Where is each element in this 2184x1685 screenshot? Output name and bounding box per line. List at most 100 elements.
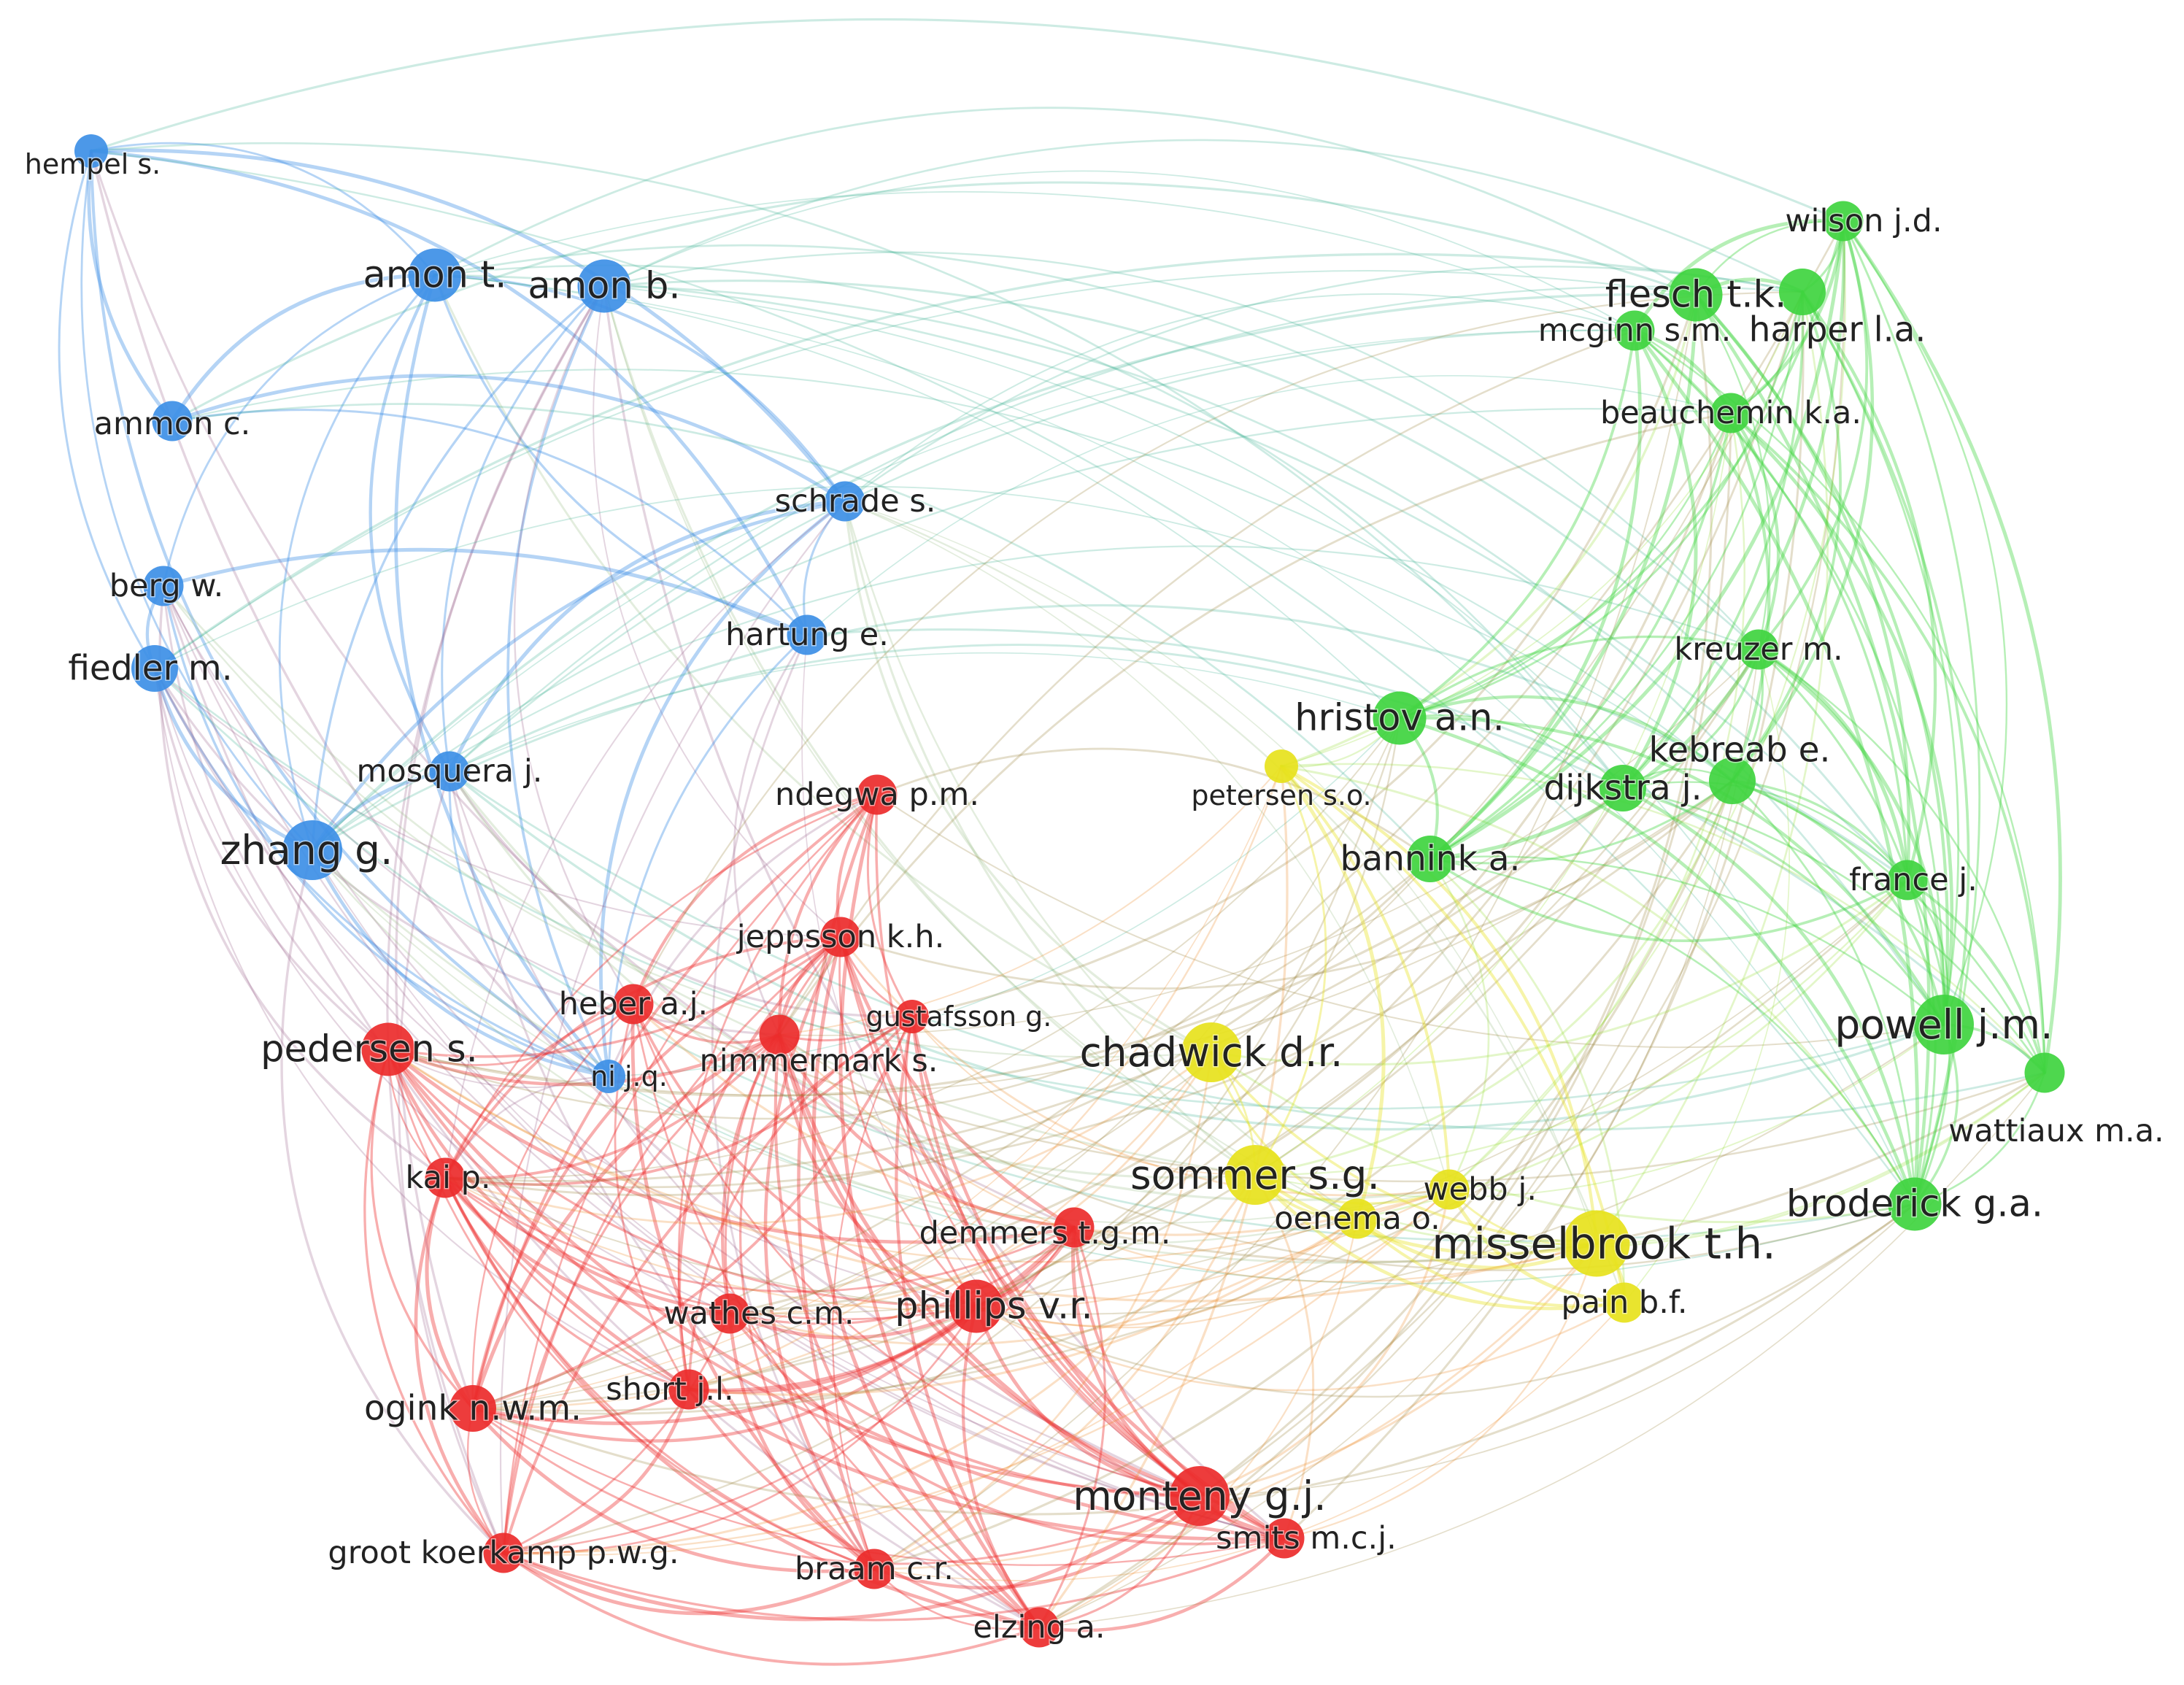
node-amon-t[interactable] xyxy=(408,248,462,302)
link-nimmermark-elzing xyxy=(773,1033,1041,1630)
node-gustafsson[interactable] xyxy=(895,1000,929,1033)
node-ammon[interactable] xyxy=(152,401,193,442)
link-petersen-sommer xyxy=(1254,765,1327,1176)
node-kreuzer[interactable] xyxy=(1738,629,1779,670)
node-fiedler[interactable] xyxy=(131,645,178,692)
node-chadwick[interactable] xyxy=(1181,1022,1241,1082)
link-short-oenema xyxy=(687,1217,1359,1396)
node-phillips[interactable] xyxy=(949,1279,1003,1333)
link-zhang-beauchemin xyxy=(311,408,1732,852)
node-powell[interactable] xyxy=(1914,995,1974,1054)
link-kai-kebreab xyxy=(444,779,1734,1189)
node-sommer[interactable] xyxy=(1225,1145,1285,1205)
node-kebreab[interactable] xyxy=(1709,757,1756,804)
link-heber-phillips xyxy=(632,1003,978,1308)
node-groot[interactable] xyxy=(483,1532,524,1573)
node-harper[interactable] xyxy=(1779,269,1826,315)
link-fiedler-powell xyxy=(153,667,1945,1110)
link-kai-wathes xyxy=(443,1176,732,1316)
link-monteny-flesch xyxy=(1198,293,1713,1497)
link-ogink-short xyxy=(471,1388,690,1422)
link-schrade-nijq xyxy=(599,499,847,1079)
node-label-misselbrook: misselbrook t.h. xyxy=(1432,1219,1776,1269)
node-wathes[interactable] xyxy=(709,1293,750,1334)
link-kai-smits xyxy=(443,1176,1286,1541)
node-webb[interactable] xyxy=(1429,1169,1470,1210)
node-mcginn[interactable] xyxy=(1614,310,1655,351)
node-kai[interactable] xyxy=(425,1157,466,1198)
node-label-pedersen: pedersen s. xyxy=(261,1028,478,1071)
link-dijkstra-wattiaux xyxy=(1621,787,2046,1074)
link-phillips-oenema xyxy=(975,1217,1359,1327)
node-france[interactable] xyxy=(1887,860,1928,901)
link-demmers-short xyxy=(687,1225,1076,1392)
link-mosquera-elzing xyxy=(448,770,1041,1629)
node-schrade[interactable] xyxy=(825,481,865,522)
link-fiedler-zhang xyxy=(153,666,315,852)
node-demmers[interactable] xyxy=(1054,1207,1095,1248)
link-ogink-kreuzer xyxy=(471,648,1760,1410)
node-pain[interactable] xyxy=(1604,1282,1645,1323)
node-wilson[interactable] xyxy=(1823,201,1864,242)
node-smits[interactable] xyxy=(1264,1518,1305,1559)
node-berg[interactable] xyxy=(143,566,184,606)
link-ndegwa-braam xyxy=(797,793,879,1571)
link-elzing-beauchemin xyxy=(1038,412,1732,1629)
link-wathes-monteny xyxy=(728,1312,1201,1497)
link-mcginn-bannink xyxy=(1428,328,1642,861)
node-hristov[interactable] xyxy=(1373,691,1427,745)
link-pedersen-ogink xyxy=(370,1048,474,1410)
link-hempel-dijkstra xyxy=(90,142,1624,790)
link-smits-harper xyxy=(1283,290,1805,1540)
node-hempel[interactable] xyxy=(74,134,108,168)
node-oenema[interactable] xyxy=(1337,1198,1378,1239)
link-berg-elzing xyxy=(162,585,1041,1629)
link-hempel-ammon xyxy=(87,149,174,423)
link-groot-hristov xyxy=(502,717,1401,1554)
node-broderick[interactable] xyxy=(1888,1177,1942,1231)
node-short[interactable] xyxy=(668,1369,709,1410)
node-ogink[interactable] xyxy=(449,1385,496,1432)
node-heber[interactable] xyxy=(613,984,654,1025)
link-kai-phillips xyxy=(444,1176,978,1321)
link-pedersen-bannink xyxy=(387,857,1432,1120)
link-monteny-wilson xyxy=(1198,220,1845,1497)
node-ndegwa[interactable] xyxy=(857,774,898,815)
node-dijkstra[interactable] xyxy=(1600,765,1646,811)
node-beauchemin[interactable] xyxy=(1710,393,1751,433)
node-elzing[interactable] xyxy=(1019,1607,1060,1648)
node-misselbrook[interactable] xyxy=(1563,1210,1630,1277)
node-amon-b[interactable] xyxy=(577,259,631,313)
link-dijkstra-powell xyxy=(1621,787,1945,1026)
link-gustafsson-monteny xyxy=(910,1014,1202,1498)
node-nimmermark[interactable] xyxy=(759,1014,800,1055)
node-bannink[interactable] xyxy=(1407,836,1454,882)
node-wattiaux[interactable] xyxy=(2024,1052,2065,1093)
link-elzing-kreuzer xyxy=(1038,649,1759,1628)
link-monteny-groot xyxy=(501,1494,1202,1622)
link-fiedler-phillips xyxy=(153,667,978,1308)
link-demmers-wathes xyxy=(728,1226,1076,1325)
node-petersen[interactable] xyxy=(1265,749,1298,783)
link-braam-misselbrook xyxy=(873,1242,1598,1570)
node-hartung[interactable] xyxy=(787,614,827,655)
node-mosquera[interactable] xyxy=(429,751,470,792)
node-braam[interactable] xyxy=(854,1549,895,1589)
link-flesch-broderick xyxy=(1694,293,1931,1206)
link-ogink-hristov xyxy=(472,717,1400,1409)
link-mosquera-france xyxy=(448,604,1909,882)
node-label-ndegwa: ndegwa p.m. xyxy=(775,776,979,813)
link-heber-nimmermark xyxy=(632,1003,781,1044)
node-nijq[interactable] xyxy=(592,1060,625,1093)
node-monteny[interactable] xyxy=(1170,1466,1230,1526)
node-pedersen[interactable] xyxy=(361,1022,415,1076)
link-amon_b-oenema xyxy=(603,285,1358,1219)
link-webb-wilson xyxy=(1448,220,1846,1191)
node-jeppsson[interactable] xyxy=(820,917,861,957)
node-flesch[interactable] xyxy=(1669,268,1723,322)
node-zhang[interactable] xyxy=(282,820,342,880)
link-petersen-broderick xyxy=(1280,765,1916,1206)
link-gustafsson-ogink xyxy=(471,1015,914,1410)
